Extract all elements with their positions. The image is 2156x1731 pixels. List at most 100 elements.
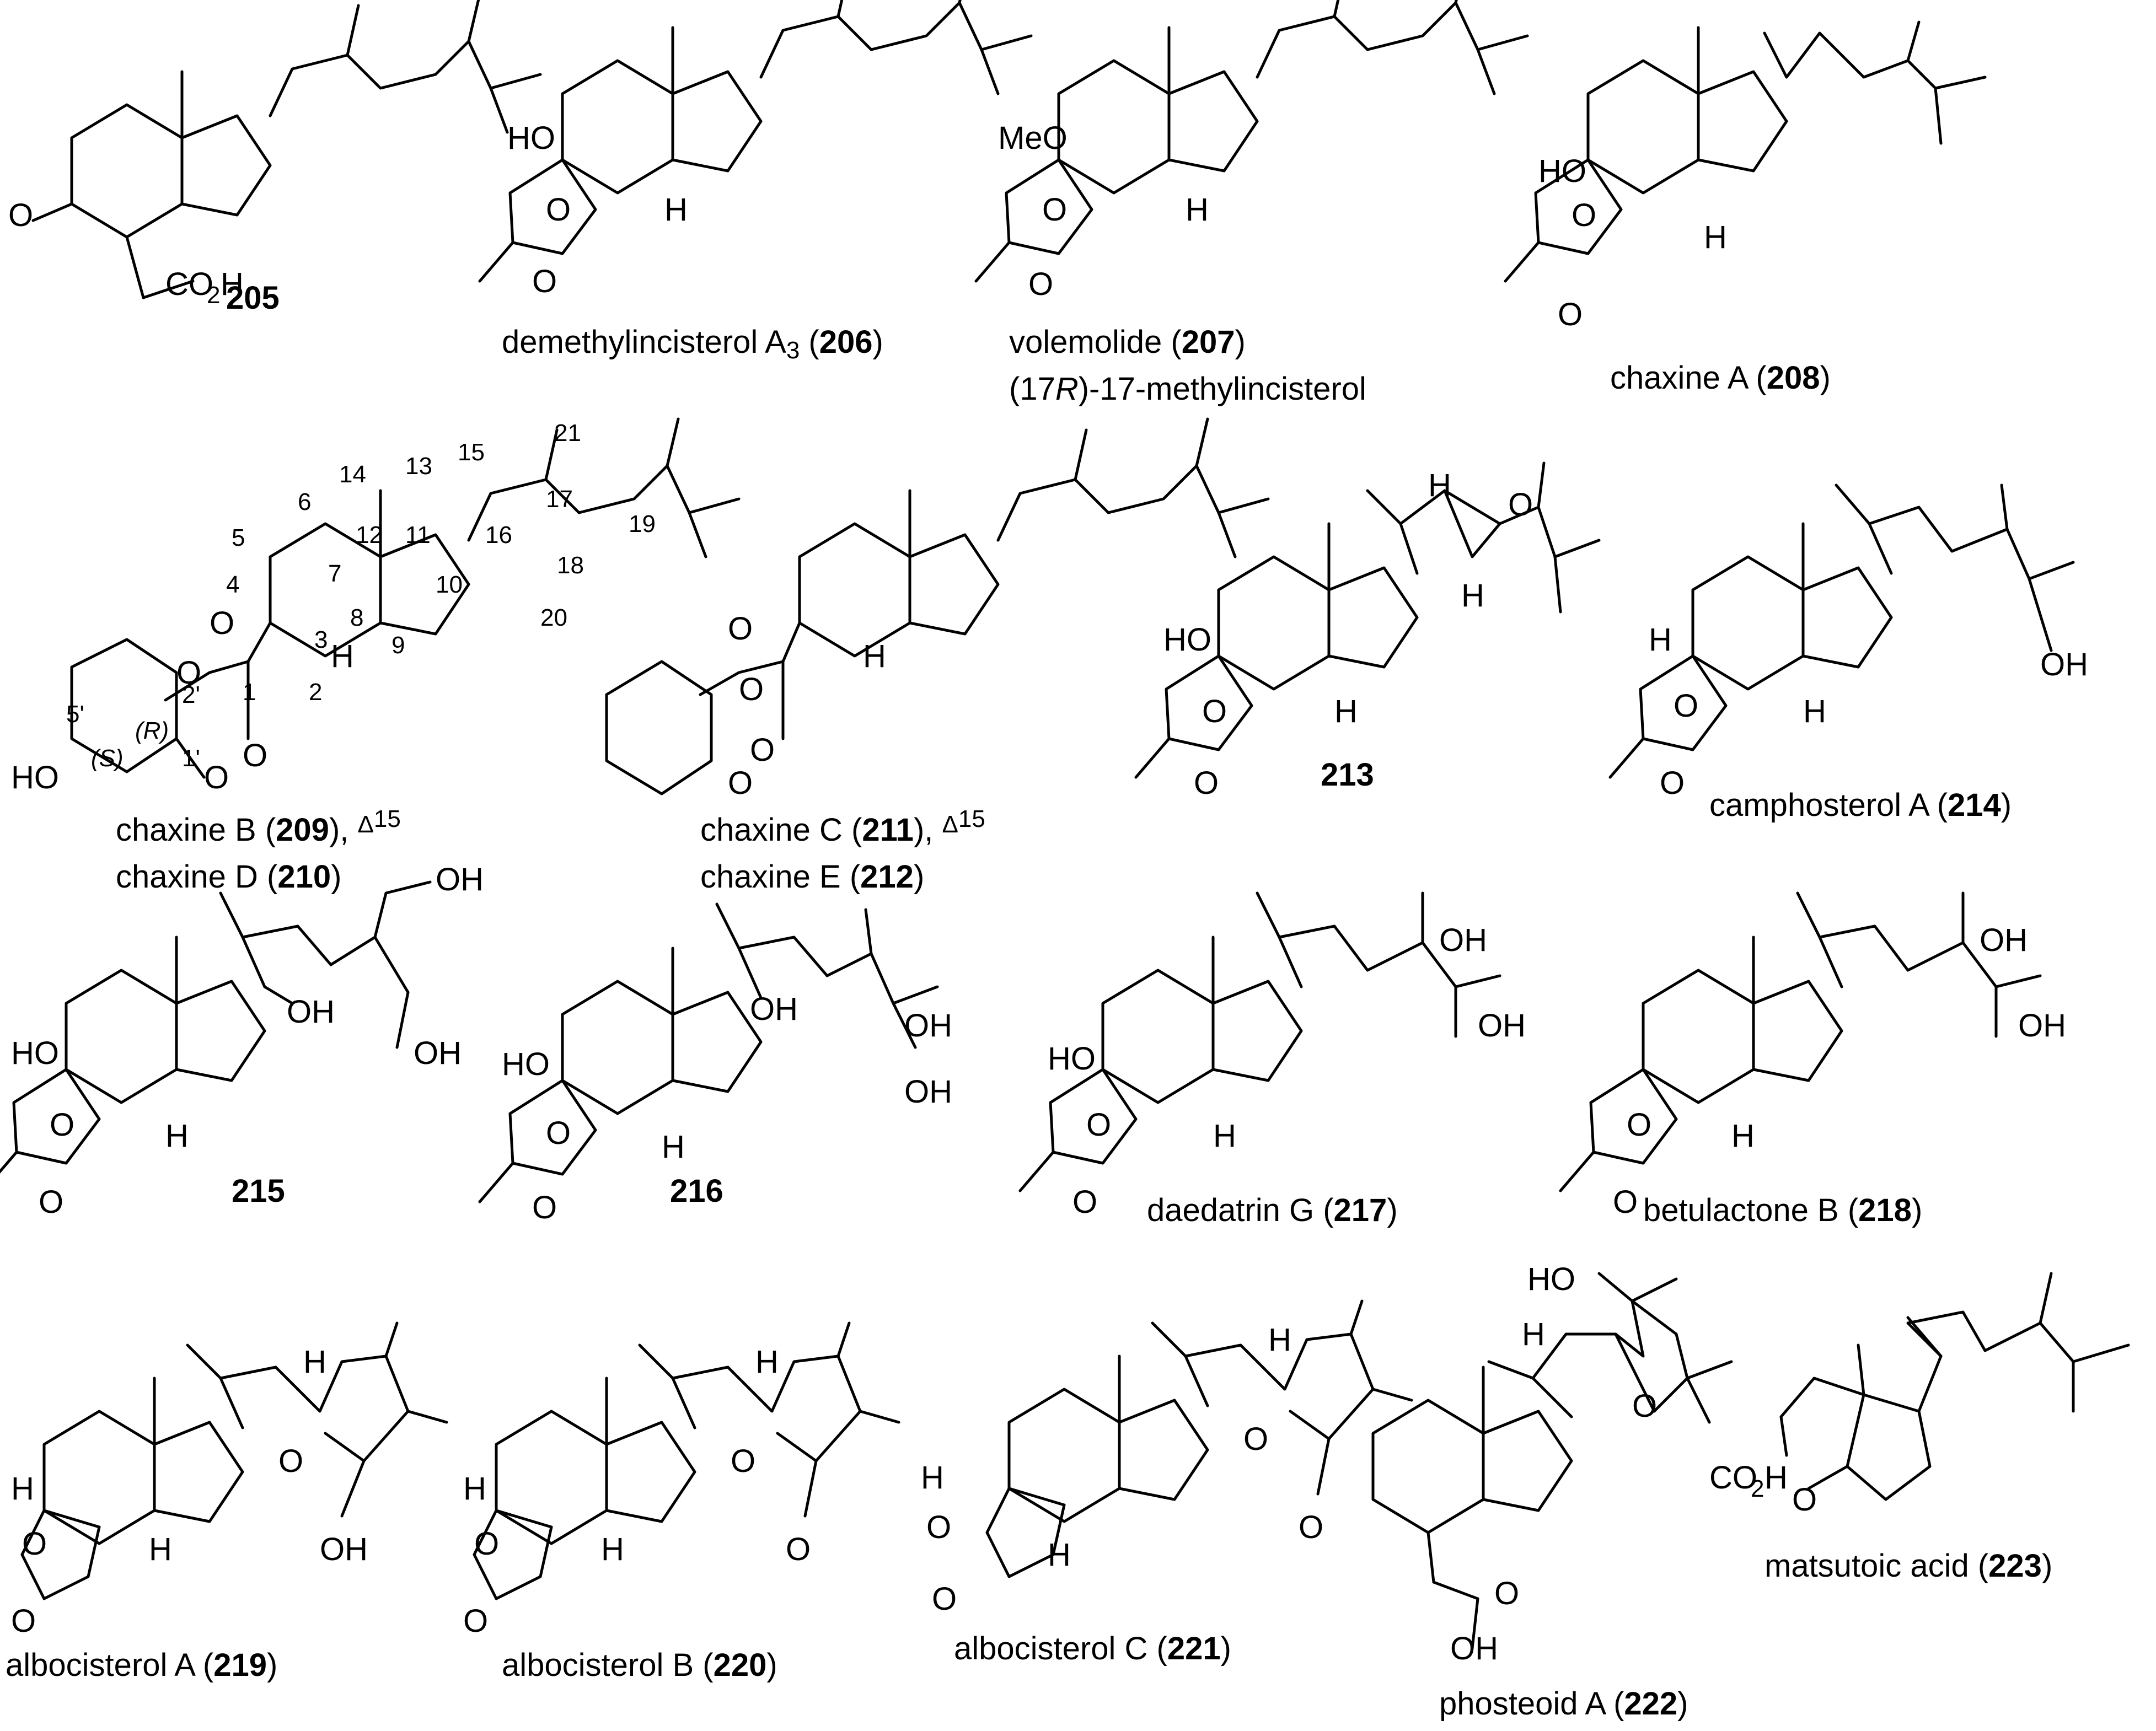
atom-O: O [926,1509,951,1545]
locant: 4 [226,571,239,598]
atom-HO: HO [1538,153,1586,189]
atom-H: H [1213,1118,1236,1154]
compound-number: 213 [1321,757,1374,793]
atom-O: O [1028,266,1053,302]
compound-caption: albocisterol A (219) [6,1647,277,1683]
locant: 13 [405,453,432,480]
atom-O: O [1194,765,1219,801]
atom-H: H [303,1344,326,1380]
locant: 3 [314,626,328,653]
atom-O: O [546,192,571,228]
atom-H: H [463,1471,486,1507]
atom-O: O [1086,1107,1111,1143]
atom-CO2H-sub: 2 [207,282,220,309]
compound-caption: demethylincisterol A3 (206) [502,324,883,364]
locant: 20 [540,604,567,631]
atom-CO2H-pre: CO [165,266,213,302]
atom-O: O [1627,1107,1651,1143]
locant: 21 [554,420,581,447]
compound-219: H O O H H O OH albocisterol A (219) [6,1321,448,1683]
atom-O: O [739,671,764,707]
locant: 14 [339,461,366,488]
atom-H: H [149,1531,172,1567]
atom-O: O [1613,1184,1638,1220]
atom-OH: OH [414,1035,462,1071]
compound-caption-line2: chaxine E (212) [700,859,924,895]
atom-OH: OH [750,991,798,1027]
compound-caption: matsutoic acid (223) [1765,1548,2052,1584]
atom-HO: HO [1163,622,1211,658]
compound-caption: albocisterol C (221) [954,1631,1231,1667]
compound-caption-line2: (17R)-17-methylincisterol [1009,371,1366,407]
compound-caption-line2: chaxine D (210) [116,859,341,895]
atom-H: H [664,192,688,228]
atom-O: O [728,765,753,801]
compound-caption: phosteoid A (222) [1439,1686,1688,1722]
atom-O: O [786,1531,811,1567]
atom-O: O [463,1603,488,1639]
atom-OH: OH [904,1008,952,1044]
stereo-R: (R) [135,717,169,744]
compound-205: O CO 2 H 205 [8,0,540,316]
compound-221: H O O H H O O albocisterol C (221) [921,1299,1413,1667]
atom-HO: HO [11,1035,59,1071]
locant: 8 [350,604,363,631]
atom-O: O [8,197,33,233]
locant: 16 [485,522,512,549]
atom-H: H [1461,578,1484,614]
atom-O: O [1072,1184,1097,1220]
locant: 6 [298,488,311,515]
atom-H: H [165,1118,189,1154]
compound-213: HO O O H H O H 213 [1136,461,1601,801]
locant: 17 [546,486,573,513]
atom-O: O [1042,192,1067,228]
compound-caption: volemolide (207) [1009,324,1246,360]
locant: 9 [391,632,405,659]
compound-caption: chaxine C (211), Δ15 [700,805,985,848]
atom-OH: OH [904,1074,952,1110]
atom-O: O [932,1581,957,1617]
compound-218: O O H OH OH betulactone B (218) [1560,891,2066,1228]
locant: 5 [232,524,245,551]
locant: 15 [458,439,485,466]
locant: 2 [309,679,322,706]
atom-O: O [22,1526,47,1562]
atom-H: H [662,1129,685,1165]
compound-211: O O O O H chaxine C (211), Δ15 chaxine E… [605,419,1268,895]
atom-CO2H-post: H [1765,1460,1788,1496]
atom-HO: HO [507,120,555,156]
atom-O: O [1660,765,1685,801]
atom-HO: HO [502,1046,550,1082]
atom-O: O [50,1107,74,1143]
compound-223: CO 2 H O matsutoic acid (223) [1709,1272,2130,1584]
atom-H: H [863,638,886,674]
atom-O: O [278,1443,303,1479]
locant: 1' [182,745,200,772]
atom-O: O [546,1115,571,1151]
atom-O: O [39,1184,63,1220]
atom-O: O [532,1190,557,1225]
atom-H: H [1268,1322,1291,1358]
atom-O: O [1494,1576,1519,1611]
atom-H: H [1048,1537,1071,1573]
compound-caption: betulactone B (218) [1643,1192,1922,1228]
compound-number: 216 [670,1173,723,1209]
compound-caption: chaxine B (209), Δ15 [116,805,401,848]
atom-H: H [1522,1316,1545,1352]
atom-H: H [1803,694,1826,729]
atom-O: O [204,760,229,795]
atom-H: H [1334,694,1358,729]
compound-caption: camphosterol A (214) [1709,787,2012,823]
atom-O: O [243,738,267,773]
atom-O: O [750,732,775,768]
atom-CO2H-sub: 2 [1751,1475,1764,1502]
stereo-S: (S) [91,745,124,772]
atom-H: H [1186,192,1209,228]
atom-O: O [1558,297,1583,332]
atom-H: H [1428,467,1451,503]
atom-OH: OH [1450,1631,1498,1667]
locant: 1 [243,679,256,706]
locant: 10 [436,571,463,598]
compound-220: H O O H H O O albocisterol B (220) [463,1321,900,1683]
compound-number: 205 [226,280,280,316]
